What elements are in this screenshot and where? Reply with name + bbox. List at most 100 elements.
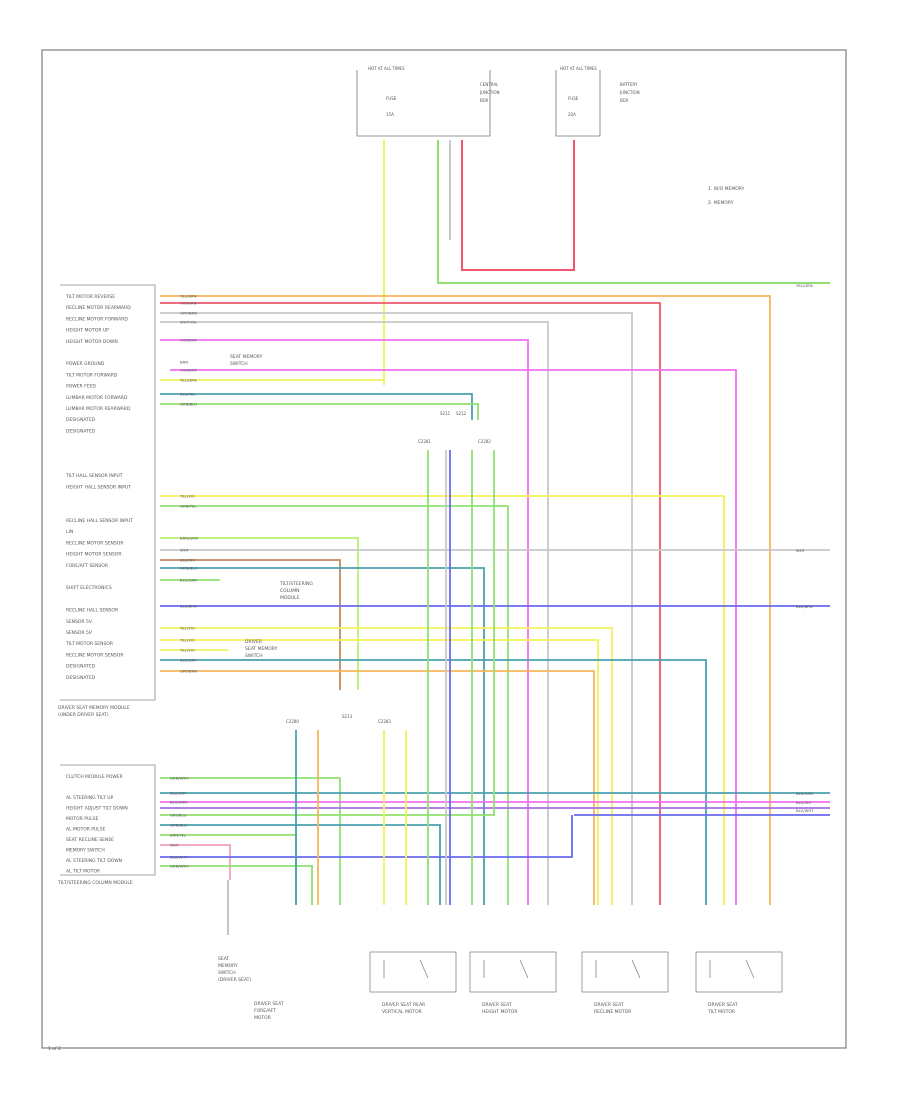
- wire-magenta: [160, 339, 529, 905]
- wire-brown: [160, 559, 341, 690]
- wire-green: [160, 505, 509, 905]
- right-edge-wire-label: BLU/WHT: [796, 808, 814, 813]
- connector-c2281: C2281: [418, 439, 431, 444]
- wire-label: BRN: [180, 360, 188, 365]
- upper-module-name-2: (UNDER DRIVER SEAT): [58, 712, 109, 718]
- motor-label: RECLINE MOTOR: [594, 1009, 631, 1015]
- wire-label: BLU/BRN: [180, 604, 197, 609]
- wire-label: GRN/WHT: [170, 864, 189, 869]
- wire-label: BRN/YEL: [170, 833, 187, 838]
- shift-note-3: SWITCH: [245, 653, 263, 659]
- lower-module-box: [60, 764, 156, 876]
- fuse-right-desc-3: BOX: [620, 98, 629, 103]
- fuse-panel-left: HOT AT ALL TIMES FUSE 15A CENTRAL JUNCTI…: [356, 66, 500, 137]
- wire-pink: [160, 844, 231, 880]
- upper-pin-label: HEIGHT HALL SENSOR INPUT: [66, 484, 131, 490]
- motor-label: HEIGHT MOTOR: [482, 1009, 517, 1015]
- wire-label: GRN/BLU: [180, 566, 197, 571]
- right-edge-wire-label: BLU/BRN: [796, 604, 813, 609]
- mid-switch-label-3: MOTOR: [254, 1015, 271, 1021]
- motor-label: DRIVER SEAT: [594, 1002, 624, 1008]
- lower-pin-label: MEMORY SWITCH: [66, 848, 105, 854]
- shift-note-1: DRIVER: [245, 639, 262, 645]
- wire-label: VIO/WHT: [180, 338, 198, 343]
- wire-label: GRN/BLU: [170, 823, 187, 828]
- wire-orange: [160, 670, 595, 905]
- wire-label: BLU/YEL: [180, 392, 196, 397]
- left-switch-label-1: SEAT: [218, 956, 229, 962]
- upper-pin-label: RECLINE HALL SENSOR INPUT: [66, 518, 133, 524]
- fuse-right-fuse: FUSE: [568, 96, 579, 101]
- wire-label: YEL/GRN: [180, 378, 197, 383]
- upper-pin-label: TILT MOTOR FORWARD: [65, 372, 118, 378]
- upper-module-name-1: DRIVER SEAT MEMORY MODULE: [58, 705, 130, 711]
- tilt-note-3: MODULE: [280, 595, 300, 601]
- upper-pin-label: HEIGHT MOTOR DOWN: [66, 339, 118, 345]
- connector-c2282: C2282: [478, 439, 491, 444]
- wire-label: GRN/WHT: [170, 776, 189, 781]
- switch-note-2: SWITCH: [230, 361, 248, 367]
- wire-label: YEL/VIO: [180, 648, 195, 653]
- wire-label: BLU/GRN: [170, 800, 187, 805]
- upper-pin-label: LIN: [66, 529, 73, 535]
- lower-pin-label: AL STEERING TILT UP: [66, 795, 113, 801]
- wire-teal: [160, 393, 473, 420]
- upper-pin-label: LUMBAR MOTOR FORWARD: [66, 395, 128, 401]
- lower-pin-label: AL STEERING TILT DOWN: [66, 858, 122, 864]
- connector-c2283: C2283: [378, 719, 391, 724]
- wire-yellow: [160, 495, 725, 905]
- wire-teal: [160, 659, 707, 905]
- fuse-left-fuse: FUSE: [386, 96, 397, 101]
- feed-green: [437, 140, 830, 284]
- fuse-left-desc-3: BOX: [480, 98, 489, 103]
- tilt-note-2: COLUMN: [280, 588, 300, 594]
- wire-label: GRN/BLU: [180, 402, 197, 407]
- shift-note-2: SEAT MEMORY: [245, 646, 278, 652]
- legend-item-2: 2. MEMORY: [708, 200, 734, 206]
- splice-s211: S211: [440, 411, 451, 416]
- wire-label: GRY/BLU: [170, 813, 186, 818]
- wire-label: YEL/VIO: [180, 626, 195, 631]
- wire-yellow: [160, 627, 613, 905]
- wire-label: WHT: [180, 548, 190, 553]
- right-edge-wire-label: YEL/GRN: [796, 283, 813, 288]
- upper-pin-label: DESIGNATED: [66, 417, 96, 423]
- upper-pin-label: POWER FEED: [66, 384, 96, 390]
- fuse-right-hot: HOT AT ALL TIMES: [560, 66, 597, 71]
- wire-labels: YEL/GRNVIO/GRNGRY/BRNWHT/YELVIO/WHTBRNVI…: [170, 283, 814, 869]
- motor-label: TILT MOTOR: [707, 1009, 735, 1015]
- wire-green: [160, 760, 495, 816]
- wire-label: YEL/VIO: [180, 494, 195, 499]
- wire-blue: [160, 815, 573, 858]
- upper-pin-label: DESIGNATED: [66, 675, 96, 681]
- wire-label: WHT: [170, 843, 180, 848]
- lower-pin-label: CLUTCH MODULE POWER: [66, 774, 123, 780]
- motor-label: DRIVER SEAT: [482, 1002, 512, 1008]
- page-number: 1 of 2: [48, 1046, 61, 1052]
- legend-item-1: 1. W/O MEMORY: [708, 186, 745, 192]
- fuse-right-desc-1: BATTERY: [620, 82, 638, 87]
- tilt-note-1: TILT/STEERING: [279, 581, 313, 587]
- fuse-left-desc-1: CENTRAL: [480, 82, 499, 87]
- upper-pin-label: TILT MOTOR SENSOR: [65, 641, 113, 647]
- fuse-right-amp: 20A: [568, 112, 576, 117]
- upper-pin-label: LUMBAR MOTOR REARWARD: [66, 406, 131, 412]
- wire-orange: [160, 295, 771, 905]
- upper-pin-label: RECLINE MOTOR REARWARD: [66, 305, 131, 311]
- upper-pin-label: FORE/AFT SENSOR: [66, 563, 108, 569]
- wire-label: VIO/WHT: [180, 368, 198, 373]
- connector-c2280: C2280: [286, 719, 299, 724]
- fuse-left-amp: 15A: [386, 112, 394, 117]
- wire-label: BLU/GRN: [180, 578, 197, 583]
- wire-label: BLU/VIO: [180, 558, 195, 563]
- wire-grey: [160, 312, 633, 905]
- upper-pin-label: SHIFT ELECTRONICS: [66, 585, 112, 591]
- upper-pin-label: HEIGHT MOTOR UP: [66, 328, 109, 334]
- wires: [160, 295, 830, 905]
- wire-label: BRN/GRN: [180, 536, 198, 541]
